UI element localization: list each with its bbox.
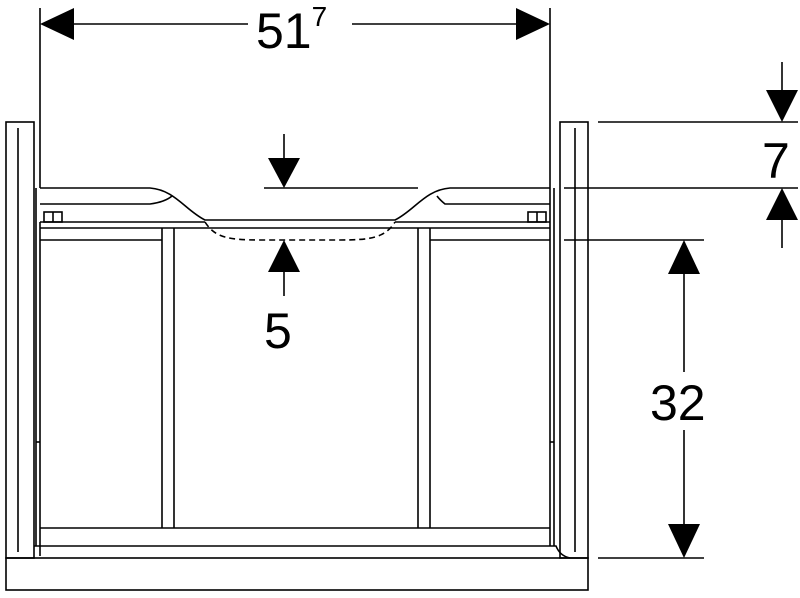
height-arrow-bottom — [668, 524, 700, 558]
right-height-dimension — [564, 239, 704, 559]
right-top-label: 7 — [762, 133, 790, 189]
width-dimension — [39, 8, 551, 188]
width-arrow-left — [40, 8, 74, 40]
center-depth-label: 5 — [264, 303, 292, 359]
center-arrow-up — [268, 240, 300, 272]
right-top-arrow-up — [766, 188, 798, 220]
left-side-panel — [5, 121, 35, 559]
right-height-label: 32 — [650, 375, 706, 431]
base-inner-curve — [34, 545, 571, 559]
basin-rim-right — [436, 195, 550, 205]
height-arrow-top — [668, 240, 700, 274]
width-value: 51 — [256, 3, 312, 59]
center-arrow-down — [268, 158, 300, 188]
right-top-arrow-down — [766, 90, 798, 122]
width-arrow-right — [516, 8, 550, 40]
width-fraction: 7 — [312, 1, 328, 32]
right-top-dimension — [564, 62, 798, 248]
basin-top-outline — [40, 187, 550, 221]
center-depth-dimension — [264, 134, 418, 296]
basin-rim-left — [40, 195, 173, 205]
width-label: 517 — [256, 1, 327, 59]
cabinet-body — [5, 121, 589, 591]
base-plinth — [5, 557, 589, 591]
basin-bowl-hidden — [204, 221, 396, 241]
